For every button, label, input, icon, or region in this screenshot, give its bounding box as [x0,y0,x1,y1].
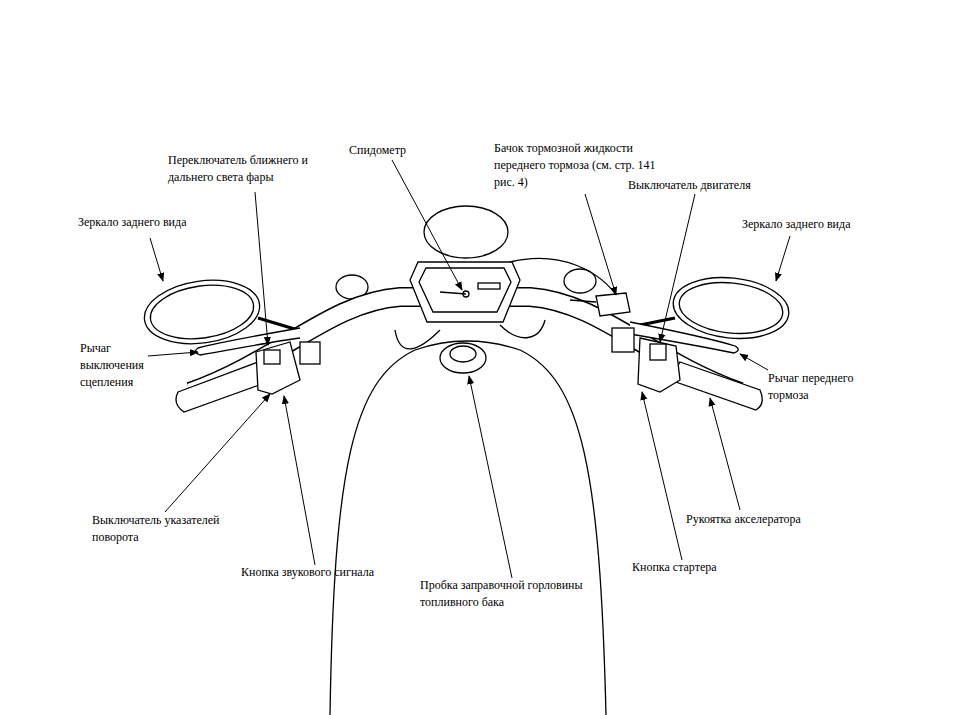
leader-line [740,354,768,370]
leader-line [642,392,682,560]
part-label: Пробка заправочной горловины топливного … [420,577,615,611]
leader-line [392,160,462,290]
mirror [670,272,792,344]
odometer [478,283,500,289]
left-grip [176,362,263,412]
leader-line [150,238,163,281]
brake-reservoir [596,293,630,316]
part-label: Зеркало заднего вида [78,214,186,231]
engine-stop-switch [650,344,666,360]
leader-line [255,192,268,345]
left-switch-housing [256,342,300,394]
clamp [612,328,634,352]
throttle-grip [675,362,763,410]
clamp [300,342,320,364]
leader-line [710,398,740,510]
speedometer-hub [463,291,469,297]
leader-line [165,394,270,512]
part-label: Зеркало заднего вида [742,216,850,233]
right-switch-housing [638,338,680,392]
part-label: Кнопка звукового сигнала [241,564,374,581]
speedometer-face [419,268,511,312]
leader-line [469,376,512,578]
fuel-cap [440,343,486,373]
part-label: Рычаг выключения сцепления [80,340,152,391]
part-label: Выключатель двигателя [628,177,751,194]
part-label: Спидометр [349,142,406,159]
brake-line [570,300,596,302]
fuel-cap-top [450,346,476,362]
mirror-glass [677,278,786,339]
speedometer-needle [440,292,466,294]
part-label: Рукоятка акселератора [686,511,801,528]
leader-line [284,396,315,565]
mirror-stem [258,318,298,330]
fuel-tank [330,341,606,715]
part-label: Кнопка стартера [632,559,717,576]
leader-line [585,194,616,295]
leader-line [148,352,198,356]
part-label: Рычаг переднего тормоза [768,370,873,404]
leader-line [776,236,790,281]
mirror-glass [147,279,257,345]
speedometer-housing [410,262,520,322]
part-label: Переключатель ближнего и дальнего света … [168,152,320,186]
part-label: Выключатель указателей поворота [92,512,247,546]
cable [500,320,545,338]
leader-line [660,194,695,342]
headlight [424,206,508,258]
dimmer-switch [264,350,280,364]
mirror-stem [640,318,675,325]
cable [395,330,440,349]
